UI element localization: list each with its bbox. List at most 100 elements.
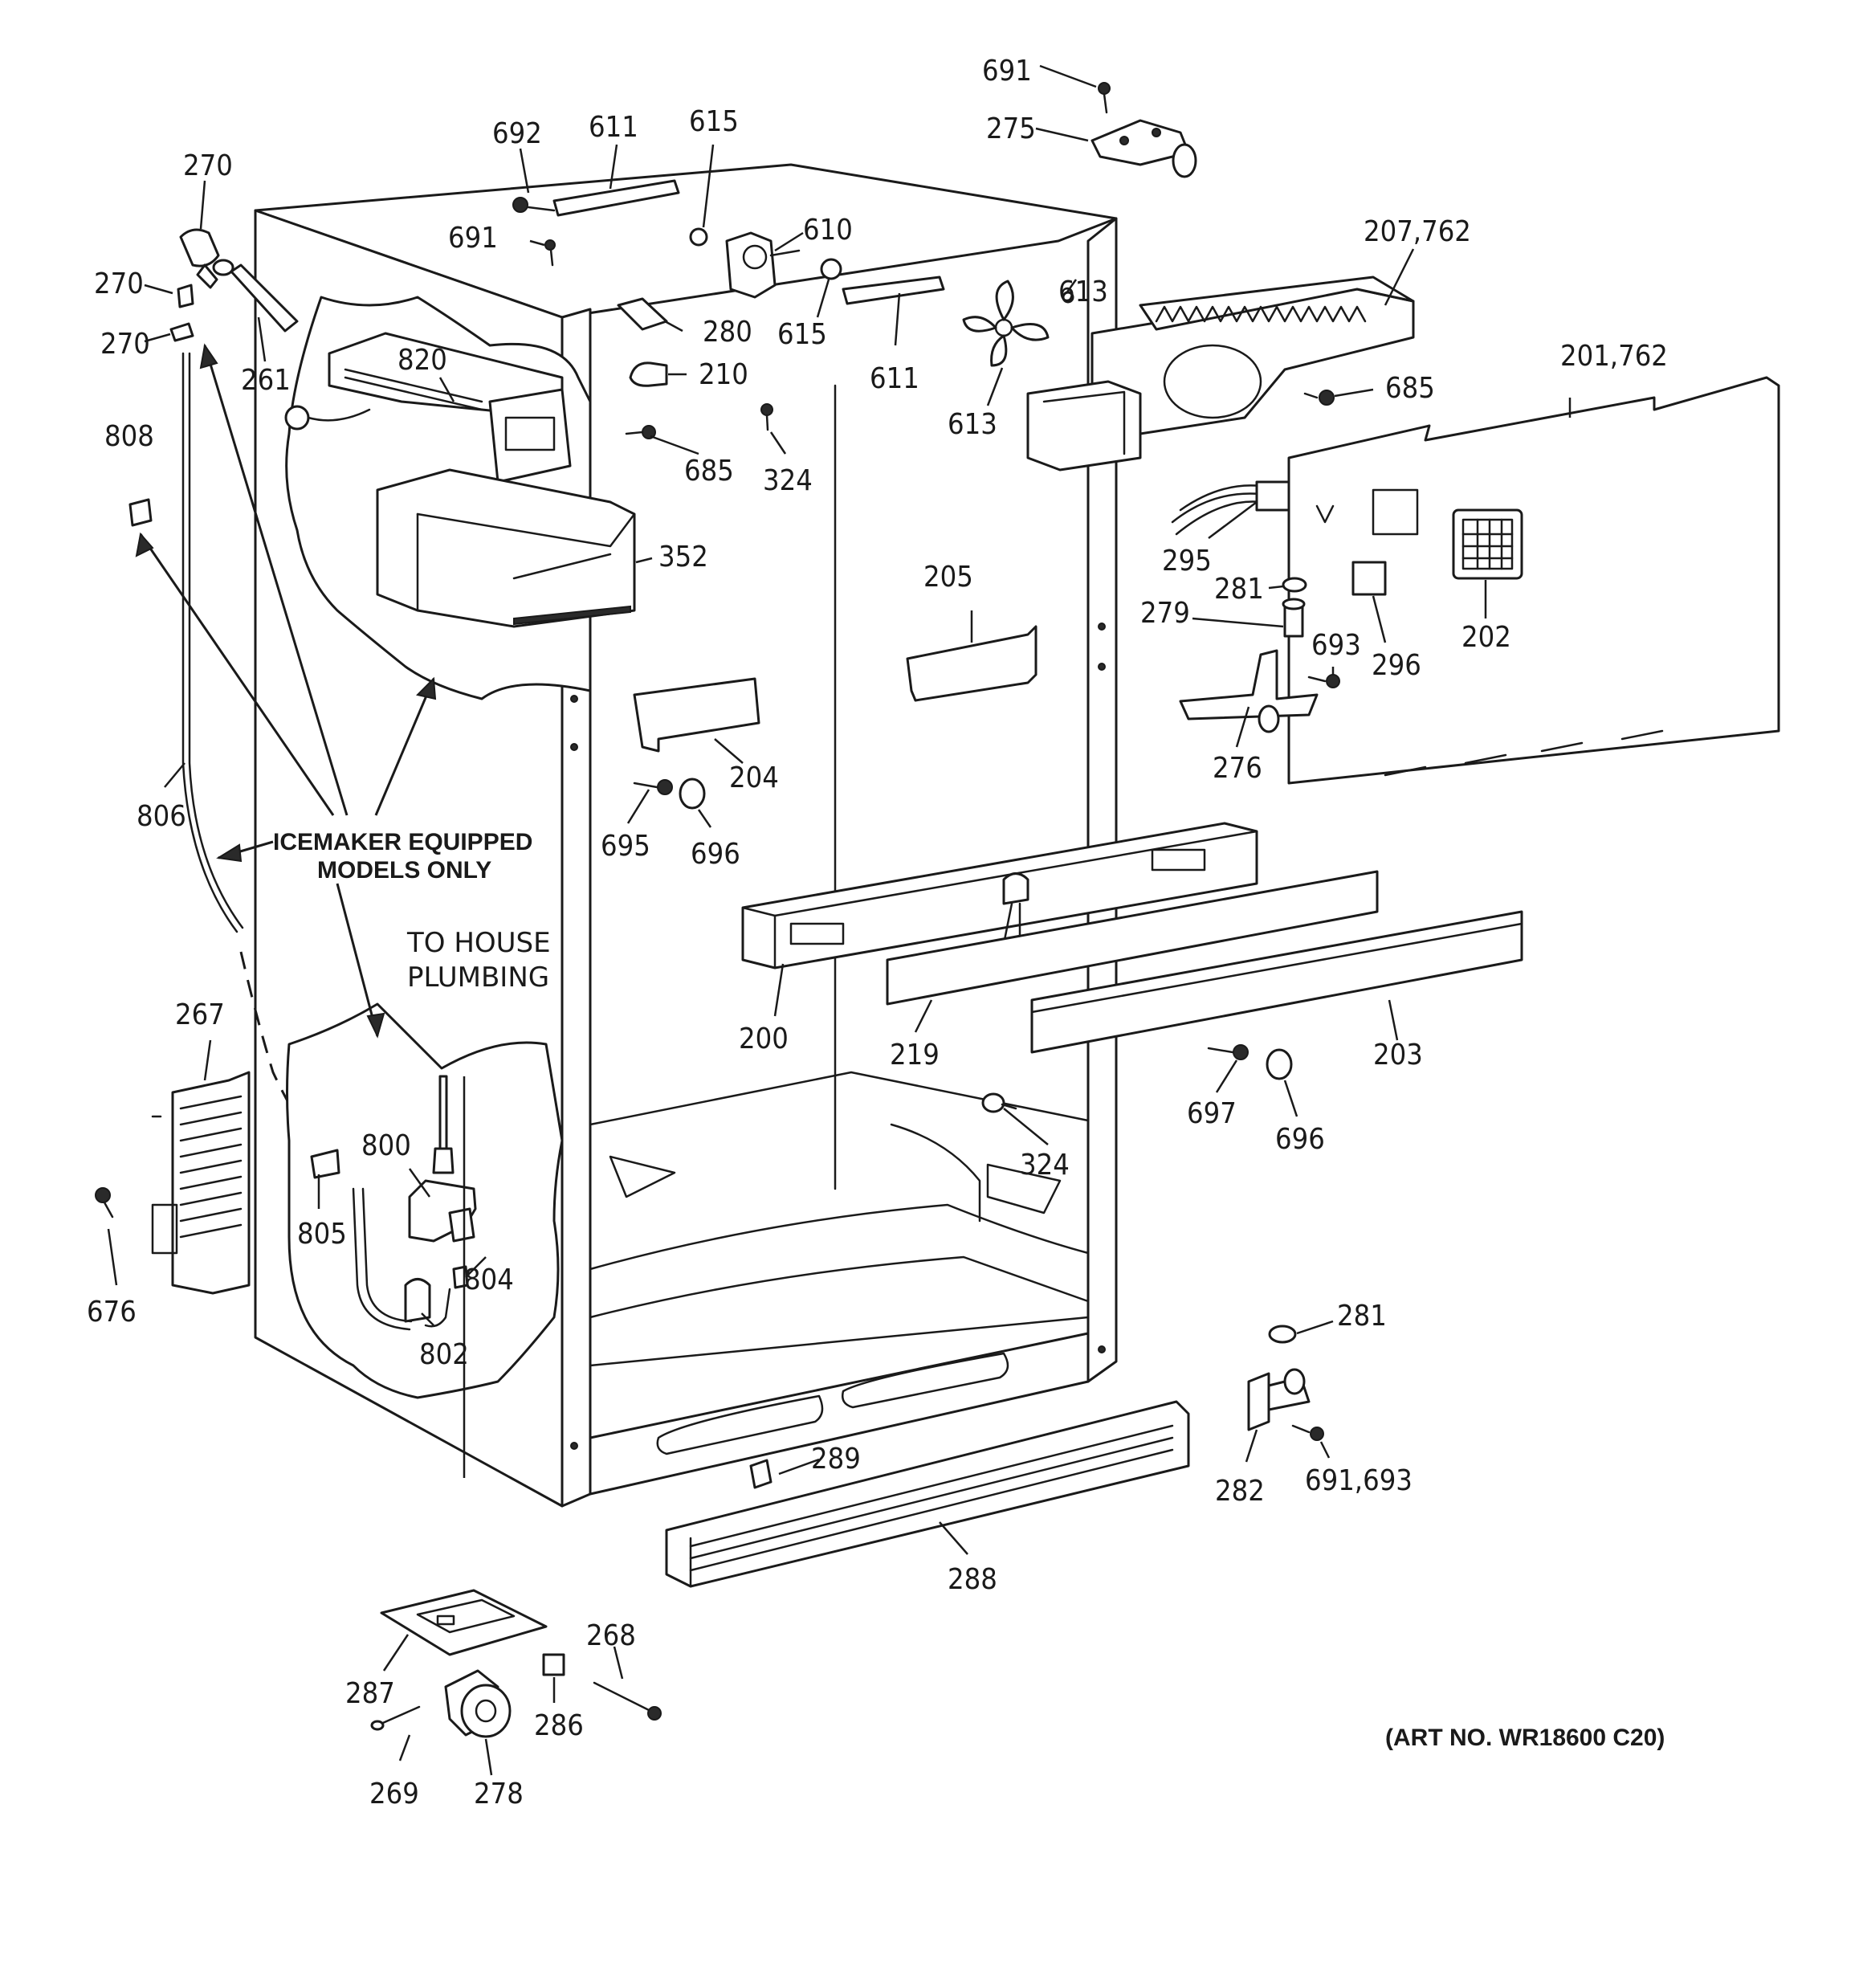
label-820: 820 [397,344,447,377]
base-grille [665,1400,1190,1588]
mullion-203 [1030,910,1523,1054]
pin-269 [370,1705,421,1731]
label-268: 268 [586,1619,636,1652]
label-324-b: 324 [1020,1149,1070,1182]
note-line-1: ICEMAKER EQUIPPED [273,829,532,855]
label-278: 278 [474,1778,524,1810]
label-685: 685 [1385,372,1435,405]
roller-bracket [380,1589,548,1656]
label-802: 802 [419,1338,469,1371]
washer-281-top [1282,577,1307,593]
label-611: 611 [589,111,638,144]
screw-692 [512,197,556,213]
label-201-762: 201,762 [1560,340,1668,373]
mullion-200 [741,822,1258,970]
plumbing-detail [286,1002,564,1399]
label-695: 695 [601,830,650,863]
washer-281-lower [1268,1325,1297,1344]
leader-lines [107,64,1572,1776]
bracket-205 [906,625,1037,702]
mullion-219 [886,870,1379,1006]
label-611-b: 611 [870,362,919,395]
screw-685-right [1303,390,1335,406]
label-696: 696 [691,838,740,871]
callout-labels: 691 275 692 611 615 270 270 270 691 610 … [87,55,1668,1810]
plumbing-line-2: PLUMBING [407,961,549,994]
tube-261 [230,263,299,333]
fan-motor [725,231,801,299]
top-hinge [1090,119,1197,178]
label-615-b: 615 [777,318,827,351]
rear-panel [1287,376,1780,785]
screw-324-lower [981,1092,1017,1113]
light-socket-210 [629,361,668,387]
label-296: 296 [1372,649,1421,682]
label-288: 288 [948,1563,997,1596]
note-line-2: MODELS ONLY [317,857,491,884]
label-800: 800 [361,1129,411,1162]
label-282: 282 [1215,1475,1265,1508]
access-cover [151,1071,251,1295]
clip-270 [169,322,194,342]
label-202: 202 [1461,621,1511,654]
label-613: 613 [1058,276,1108,308]
label-685-b: 685 [684,455,734,488]
label-286: 286 [534,1709,584,1742]
label-207-762: 207,762 [1364,215,1471,248]
bottom-hinge [1247,1368,1311,1431]
clip-808 [128,498,153,527]
bracket-204 [633,677,760,753]
screw-685-left [625,425,656,439]
label-804: 804 [464,1263,514,1296]
label-696-b: 696 [1275,1123,1325,1156]
label-204: 204 [729,761,779,794]
cap-696-left [679,778,706,810]
label-269: 269 [369,1778,419,1810]
label-210: 210 [699,358,748,391]
label-279: 279 [1140,597,1190,630]
screw-693 [1307,674,1340,688]
plumbing-line-1: TO HOUSE [406,927,551,959]
label-805: 805 [297,1218,347,1251]
art-number: (ART NO. WR18600 C20) [1385,1725,1665,1751]
label-270-c: 270 [100,328,150,361]
label-281: 281 [1214,573,1264,606]
label-691: 691 [982,55,1032,88]
label-808: 808 [104,420,154,453]
label-324: 324 [763,464,813,497]
screw-697 [1207,1044,1249,1060]
label-352: 352 [658,541,708,574]
label-200: 200 [739,1023,789,1055]
label-219: 219 [890,1039,940,1072]
label-697: 697 [1187,1097,1237,1130]
label-610: 610 [803,214,853,247]
label-280: 280 [703,316,752,349]
screw-324-top [760,403,773,431]
leveling-screw-268 [593,1681,662,1721]
bracket-611-right [842,276,945,305]
label-275: 275 [986,112,1036,145]
label-270: 270 [183,149,233,182]
label-692: 692 [492,117,542,150]
label-691-693: 691,693 [1305,1464,1413,1497]
water-fitting [179,228,234,289]
ice-bucket [376,468,636,628]
label-203: 203 [1373,1039,1423,1072]
grommet-615-lower [820,258,842,280]
label-676: 676 [87,1296,137,1329]
label-281-b: 281 [1337,1300,1387,1333]
control-housing [1026,276,1415,471]
roller-278 [444,1669,512,1738]
cap-696-right [1266,1048,1293,1080]
label-691-b: 691 [448,222,498,255]
note-arrows [135,343,437,1039]
stud-279 [1282,598,1306,638]
screw-676 [95,1187,114,1219]
screw-695 [633,779,673,795]
label-289: 289 [811,1443,861,1476]
label-295: 295 [1162,545,1212,578]
fan-blade [962,280,1074,367]
label-270-b: 270 [94,267,144,300]
light-grille [1452,508,1523,580]
